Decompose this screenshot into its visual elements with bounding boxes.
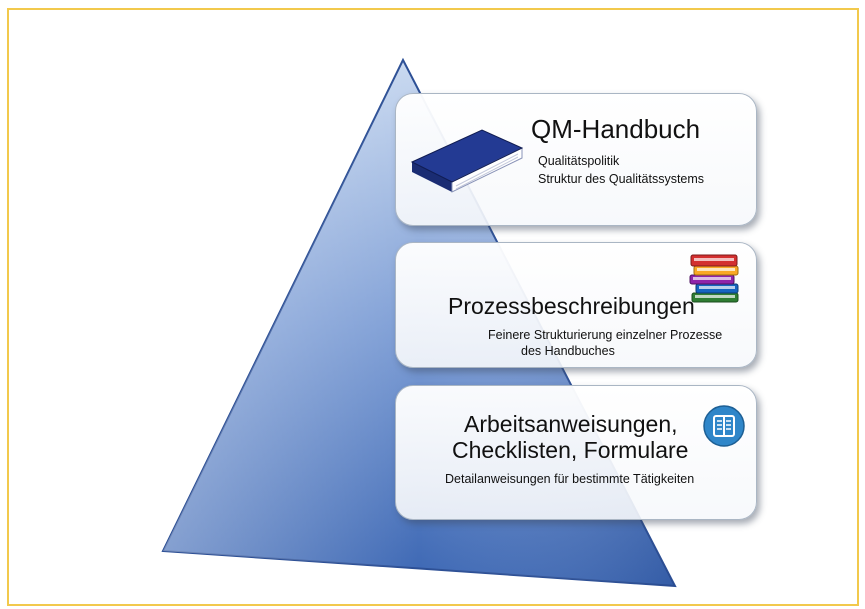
manual-icon [702,404,746,448]
level-title: Checklisten, Formulare [452,437,689,463]
book-stack-icon [686,249,744,307]
level-title: QM-Handbuch [531,114,701,144]
level-detail: Struktur des Qualitätssystems [538,172,705,186]
level-title: Arbeitsanweisungen, [464,411,678,437]
level-title: Prozessbeschreibungen [448,293,695,319]
level-card-qm-handbuch: QM-Handbuch Qualitätspolitik Struktur de… [395,93,757,226]
level-detail: Detailanweisungen für bestimmte Tätigkei… [445,472,695,486]
level-card-prozessbeschreibungen: Prozessbeschreibungen Feinere Strukturie… [395,242,757,368]
level-detail: des Handbuches [521,344,615,358]
level-detail: Feinere Strukturierung einzelner Prozess… [488,328,723,342]
level-card-arbeitsanweisungen: Arbeitsanweisungen, Checklisten, Formula… [395,385,757,520]
level-detail: Qualitätspolitik [538,154,620,168]
book-icon [410,124,526,196]
